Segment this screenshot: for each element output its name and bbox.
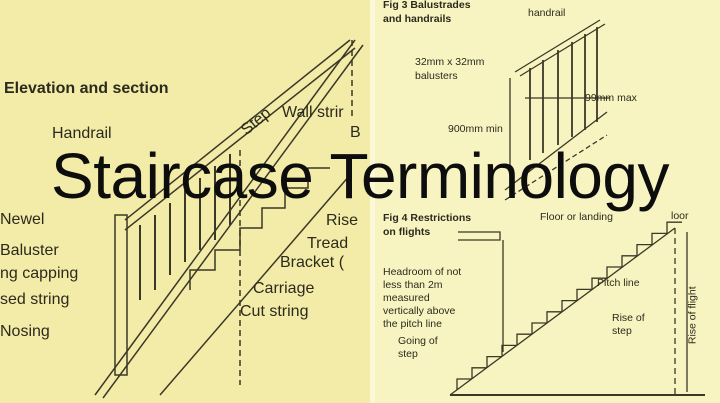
page-title: Staircase Terminology xyxy=(51,140,669,212)
fig4-rise-of-flight: Rise of flight xyxy=(686,286,699,345)
step-outline xyxy=(501,344,517,357)
fig4-rise-of-step-line2: step xyxy=(612,325,632,337)
fig4-heading-line2: on flights xyxy=(383,226,431,238)
label-string-capping: ng capping xyxy=(0,265,79,282)
step-outline xyxy=(471,367,487,379)
fig4-going-line2: step xyxy=(398,348,418,360)
label-cut-string: Cut string xyxy=(240,303,309,320)
fig4-rise-of-step-line1: Rise of xyxy=(612,312,645,324)
fig3-handrail: handrail xyxy=(528,7,566,19)
step-outline xyxy=(456,378,472,390)
headroom-line: Headroom of not xyxy=(383,266,462,278)
headroom-line: less than 2m xyxy=(383,279,443,291)
label-nosing: Nosing xyxy=(0,323,50,340)
elevation-heading: Elevation and section xyxy=(4,80,169,97)
regulations-panel: Fig 3 Balustrades and handrails handrail… xyxy=(375,0,720,403)
balustrade-and-flight-drawings xyxy=(449,19,705,396)
step-outline xyxy=(636,243,652,256)
fig4-headroom: Headroom of not less than 2m measured ve… xyxy=(383,266,461,331)
label-handrail: Handrail xyxy=(52,125,112,142)
fig3-heading-line1: Fig 3 Balustrades xyxy=(383,0,471,11)
step-outline xyxy=(651,232,667,245)
label-rise: Rise xyxy=(326,212,359,229)
fig3-balusters-line1: 32mm x 32mm xyxy=(415,56,485,68)
step-outline xyxy=(576,288,592,301)
step-outline xyxy=(561,299,577,312)
label-carriage: Carriage xyxy=(253,280,315,297)
fig4-going-line1: Going of xyxy=(398,335,438,347)
step-outline xyxy=(486,355,502,368)
label-baluster: Baluster xyxy=(0,242,59,259)
headroom-line: vertically above xyxy=(383,305,456,317)
step-outline xyxy=(546,311,562,323)
headroom-line: the pitch line xyxy=(383,318,442,330)
fig4-pitch-line: Pitch line xyxy=(597,277,640,289)
label-newel: Newel xyxy=(0,211,45,228)
step-outline xyxy=(606,266,622,278)
label-closed-string: sed string xyxy=(0,291,70,308)
fig4-heading-line1: Fig 4 Restrictions xyxy=(383,212,472,224)
fig4-floor: loor xyxy=(671,210,689,222)
elevation-section-panel: Elevation and section Handrail Wall stri… xyxy=(0,0,370,403)
step-outline xyxy=(516,333,532,346)
staircase-elevation-drawing xyxy=(94,39,364,399)
label-wall-string: Wall strir xyxy=(282,104,344,121)
headroom-line: measured xyxy=(383,292,430,304)
fig3-height: 900mm min xyxy=(448,123,503,135)
label-b: B xyxy=(350,124,361,141)
step-outline xyxy=(666,221,682,234)
label-bracket: Bracket ( xyxy=(280,254,345,271)
step-outline xyxy=(531,322,547,334)
fig4-floor-or-landing: Floor or landing xyxy=(540,211,613,223)
fig3-heading-line2: and handrails xyxy=(383,13,452,25)
label-tread: Tread xyxy=(307,235,349,252)
step-outline xyxy=(621,255,637,267)
fig3-balusters-line2: balusters xyxy=(415,70,458,82)
fig3-spacing: 99mm max xyxy=(585,92,637,104)
step-outline xyxy=(591,277,607,290)
